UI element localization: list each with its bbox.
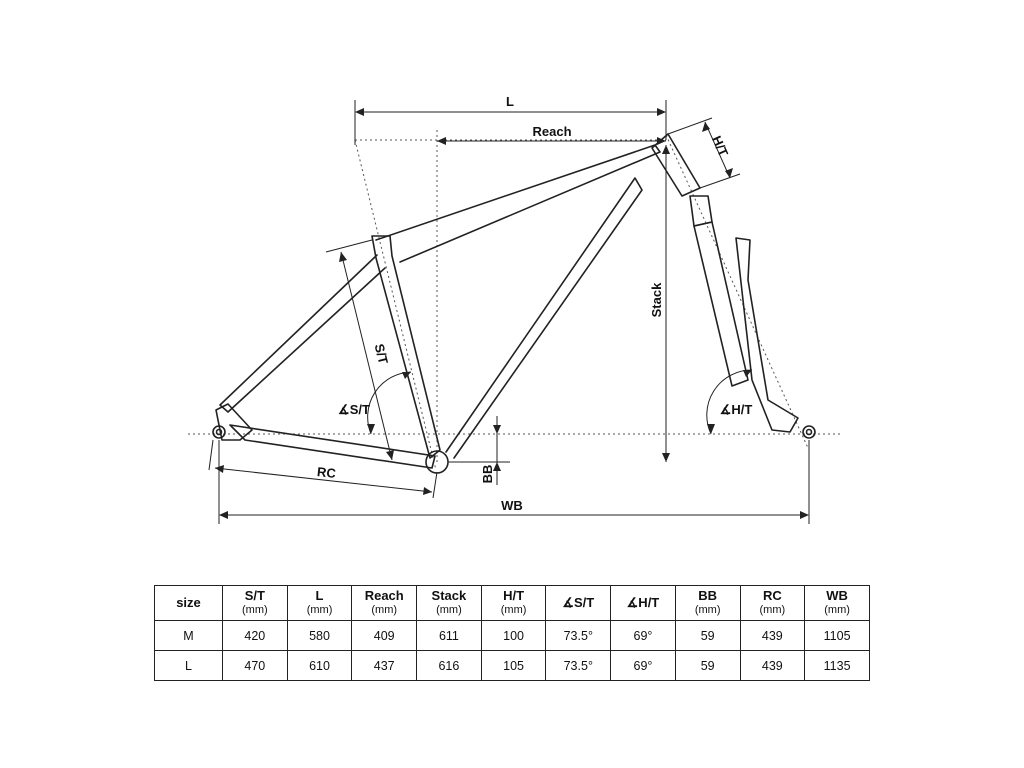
rear-axle-inner <box>215 428 223 436</box>
table-header-row: size S/T(mm) L(mm) Reach(mm) Stack(mm) H… <box>154 585 870 621</box>
chain-stay <box>229 424 436 469</box>
dimension-label-rc: RC <box>316 464 337 481</box>
header-reach: Reach(mm) <box>351 585 418 621</box>
frame-geometry-diagram: L Reach H/T Stack S/T ∡S/T <box>188 94 840 524</box>
header-bb: BB(mm) <box>674 585 741 621</box>
table-cell: 470 <box>222 650 288 681</box>
dimension-label-st: S/T <box>372 342 391 365</box>
dimension-label-st-angle: ∡S/T <box>338 402 370 417</box>
table-cell: 100 <box>480 620 547 651</box>
fork-lower <box>735 237 799 433</box>
dimension-ht-angle: ∡H/T <box>706 369 753 435</box>
dimension-label-reach: Reach <box>532 124 571 139</box>
table-cell: 439 <box>739 650 806 681</box>
table-cell: 437 <box>351 650 418 681</box>
table-cell: 610 <box>286 650 353 681</box>
rear-axle <box>212 425 226 439</box>
dimension-st: S/T <box>325 239 394 461</box>
fork-stanchion <box>693 221 749 387</box>
guide-lines <box>188 130 840 471</box>
header-l: L(mm) <box>286 585 353 621</box>
table-cell: 611 <box>416 620 482 651</box>
table-cell: 73.5° <box>545 620 612 651</box>
dimension-bb: BB <box>448 416 510 485</box>
header-wb: WB(mm) <box>804 585 870 621</box>
front-axle <box>802 425 816 439</box>
header-size: size <box>154 585 223 621</box>
dimension-ht: H/T <box>667 117 741 189</box>
rear-dropout <box>215 403 253 441</box>
header-ht: H/T(mm) <box>480 585 547 621</box>
table-cell: 69° <box>610 650 676 681</box>
table-cell: 420 <box>222 620 288 651</box>
dimension-label-ht: H/T <box>709 134 731 159</box>
seat-tube <box>371 235 441 459</box>
dimension-st-angle: ∡S/T <box>338 371 412 435</box>
front-axle-inner <box>805 428 813 436</box>
table-cell: 1135 <box>804 650 870 681</box>
table-cell: 580 <box>286 620 353 651</box>
header-st-angle: ∡S/T <box>545 585 612 621</box>
table-row: M 420 580 409 611 100 73.5° 69° 59 439 1… <box>154 620 870 651</box>
bicycle-frame <box>212 133 816 474</box>
fork-steerer <box>689 195 713 227</box>
seat-tube-axis-guide <box>354 139 437 471</box>
dimension-wb: WB <box>218 440 810 524</box>
dimension-label-ht-angle: ∡H/T <box>720 402 753 417</box>
dimension-label-wb: WB <box>501 498 523 513</box>
header-st: S/T(mm) <box>222 585 288 621</box>
dimension-rc: RC <box>208 439 438 499</box>
top-tube <box>375 144 661 263</box>
table-row: L 470 610 437 616 105 73.5° 69° 59 439 1… <box>154 650 870 681</box>
down-tube <box>445 177 643 459</box>
dimension-label-l: L <box>506 94 514 109</box>
table-cell: 59 <box>674 620 741 651</box>
dimension-l: L <box>354 94 667 145</box>
dimension-label-bb: BB <box>480 465 495 484</box>
header-stack: Stack(mm) <box>416 585 482 621</box>
seat-stay <box>219 254 386 413</box>
table-cell: M <box>154 620 223 651</box>
table-cell: 105 <box>480 650 547 681</box>
table-cell: 73.5° <box>545 650 612 681</box>
dimension-reach: Reach <box>437 124 666 145</box>
dimension-stack: Stack <box>649 145 670 462</box>
table-cell: 409 <box>351 620 418 651</box>
table-cell: L <box>154 650 223 681</box>
steering-axis-guide <box>665 134 809 449</box>
table-cell: 439 <box>739 620 806 651</box>
table-cell: 59 <box>674 650 741 681</box>
geometry-table: size S/T(mm) L(mm) Reach(mm) Stack(mm) H… <box>154 585 870 681</box>
header-ht-angle: ∡H/T <box>610 585 676 621</box>
header-rc: RC(mm) <box>739 585 806 621</box>
bottom-bracket <box>425 450 449 474</box>
table-cell: 1105 <box>804 620 870 651</box>
dimension-label-stack: Stack <box>649 282 664 317</box>
table-cell: 616 <box>416 650 482 681</box>
table-cell: 69° <box>610 620 676 651</box>
